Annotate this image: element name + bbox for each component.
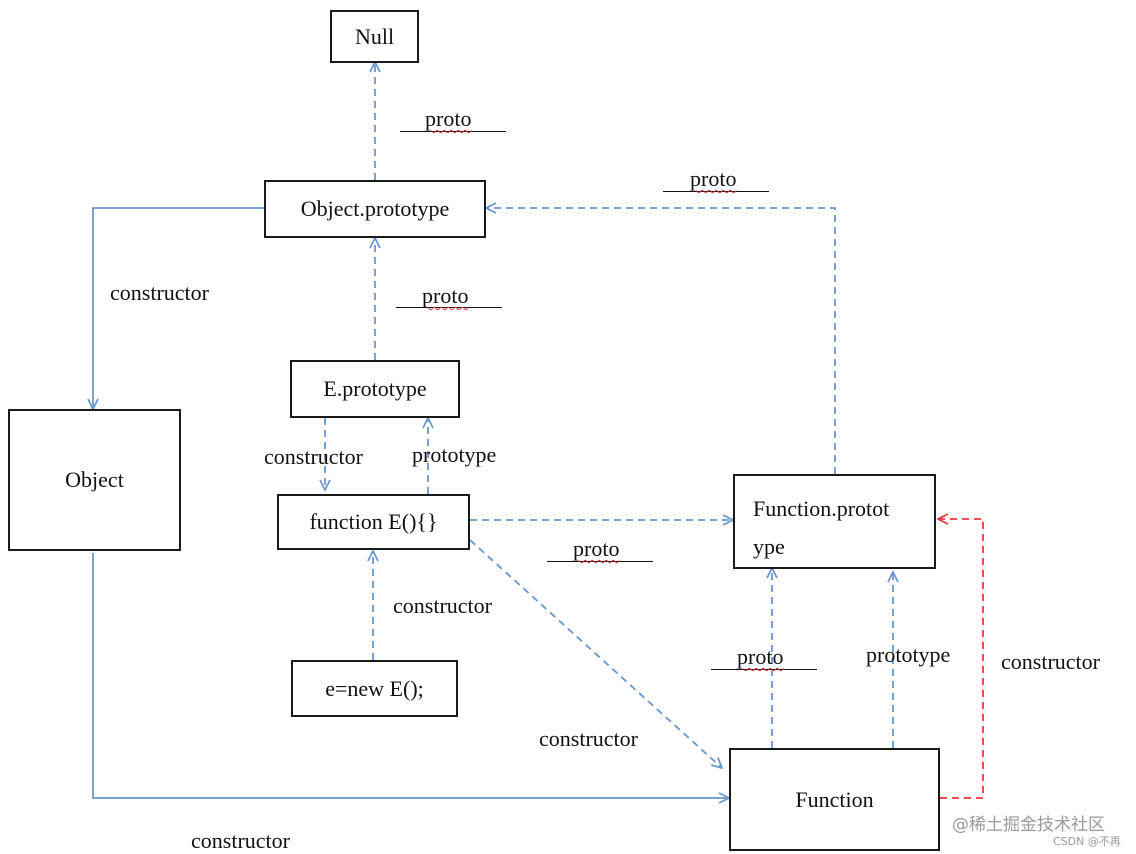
edge-fe-to-function bbox=[469, 539, 722, 768]
node-object-prototype-label: Object.prototype bbox=[300, 196, 450, 221]
label-proto-ep-op: proto bbox=[422, 283, 469, 308]
label-proto-function-fp: proto bbox=[737, 644, 784, 669]
node-function-label: Function bbox=[795, 786, 874, 812]
label-proto-fe-fp: proto bbox=[573, 536, 620, 561]
node-object-prototype: Object.prototype bbox=[264, 180, 486, 238]
edge-fp-to-op bbox=[486, 208, 836, 474]
label-constructor-enew-fe: constructor bbox=[393, 593, 492, 618]
label-constructor-ep-fe: constructor bbox=[264, 444, 363, 469]
node-e-prototype: E.prototype bbox=[290, 360, 460, 418]
label-proto-null: proto bbox=[425, 106, 472, 131]
edge-object-to-function bbox=[92, 553, 729, 798]
node-e-prototype-label: E.prototype bbox=[323, 376, 427, 401]
node-function-prototype-line2: ype bbox=[753, 534, 785, 559]
node-object-label: Object bbox=[65, 467, 124, 492]
label-prototype-function-fp: prototype bbox=[866, 642, 951, 667]
node-null: Null bbox=[330, 10, 419, 63]
edge-fp-function-constructor bbox=[938, 519, 984, 798]
watermark-sub: CSDN @不再 bbox=[1053, 835, 1121, 848]
node-function-prototype: Function.protot ype bbox=[733, 474, 936, 569]
node-e-new: e=new E(); bbox=[291, 660, 458, 717]
proto-underline bbox=[547, 561, 653, 562]
node-null-label: Null bbox=[354, 23, 395, 49]
node-e-new-label: e=new E(); bbox=[325, 675, 424, 701]
node-function-prototype-line1: Function.protot bbox=[753, 496, 890, 521]
label-constructor-op-object: constructor bbox=[110, 280, 209, 305]
node-function-e: function E(){} bbox=[277, 494, 470, 550]
watermark-main: @稀土掘金技术社区 bbox=[952, 815, 1105, 835]
label-constructor-fp-function: constructor bbox=[1001, 649, 1100, 674]
node-function: Function bbox=[729, 748, 940, 851]
label-prototype-fe-ep: prototype bbox=[412, 442, 497, 467]
label-constructor-object-function: constructor bbox=[191, 828, 290, 853]
node-function-e-label: function E(){} bbox=[309, 509, 438, 534]
label-constructor-fe-function: constructor bbox=[539, 726, 638, 751]
proto-underline bbox=[396, 307, 502, 308]
edge-op-to-object bbox=[93, 207, 265, 409]
label-proto-fp-op: proto bbox=[690, 166, 737, 191]
node-object: Object bbox=[8, 409, 181, 551]
proto-underline bbox=[663, 191, 769, 192]
proto-underline bbox=[400, 131, 506, 132]
proto-underline bbox=[711, 669, 817, 670]
